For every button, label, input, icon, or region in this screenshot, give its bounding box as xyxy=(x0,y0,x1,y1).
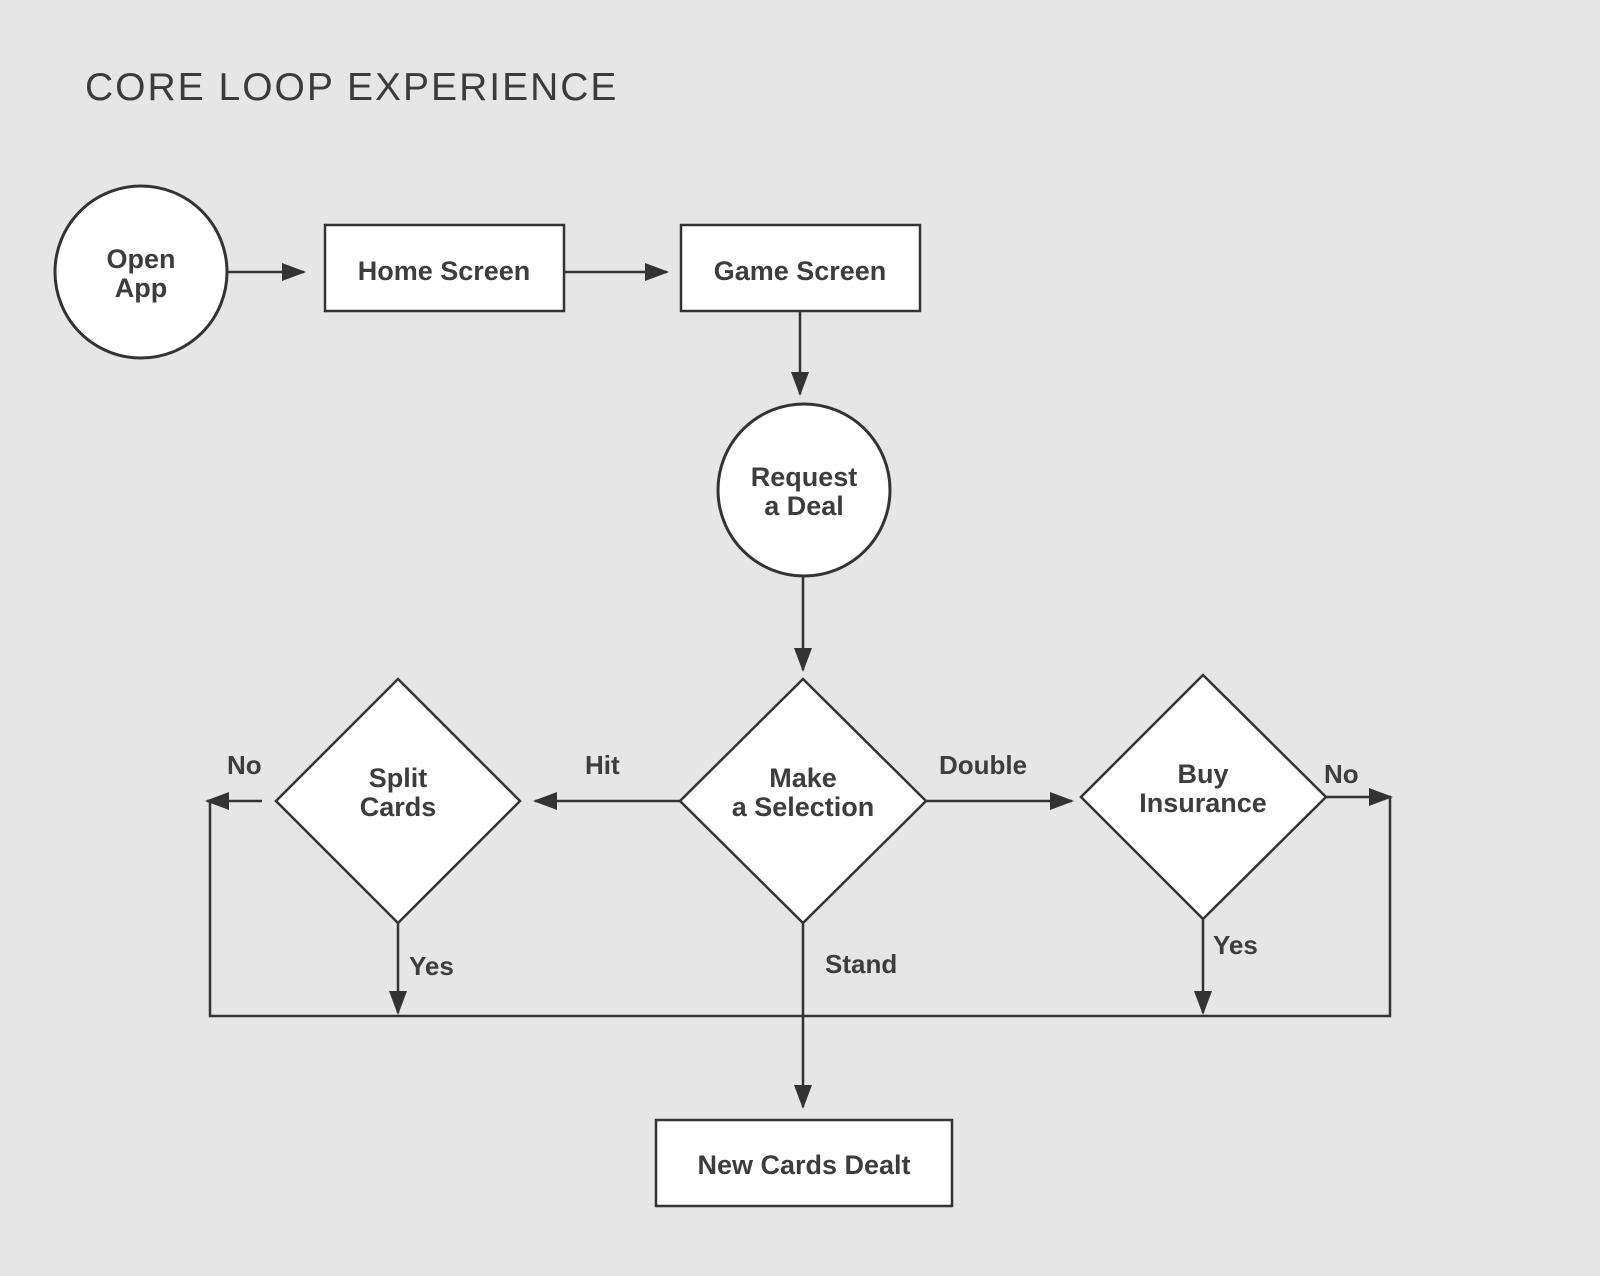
page-title: CORE LOOP EXPERIENCE xyxy=(85,66,619,109)
open-app-node: Open App xyxy=(53,184,229,360)
new-cards-dealt-node: New Cards Dealt xyxy=(654,1118,954,1208)
split-cards-node: Split Cards xyxy=(274,677,522,925)
request-deal-label-line2: a Deal xyxy=(764,491,844,521)
make-selection-label-line1: Make xyxy=(769,763,837,793)
edge-label-stand: Stand xyxy=(825,949,897,979)
open-app-label-line1: Open xyxy=(106,244,175,274)
new-cards-dealt-label: New Cards Dealt xyxy=(697,1150,910,1180)
edge-label-split-yes: Yes xyxy=(409,951,454,981)
game-screen-node: Game Screen xyxy=(679,223,922,313)
connectors xyxy=(205,263,1393,1109)
split-cards-label-line2: Cards xyxy=(360,792,437,822)
edge-label-double: Double xyxy=(939,750,1027,780)
buy-insurance-node: Buy Insurance xyxy=(1079,673,1328,921)
buy-insurance-label-line1: Buy xyxy=(1177,759,1228,789)
make-selection-label-line2: a Selection xyxy=(732,792,875,822)
buy-insurance-label-line2: Insurance xyxy=(1139,788,1267,818)
merge-line xyxy=(208,797,1392,1018)
game-screen-label: Game Screen xyxy=(714,256,887,286)
request-deal-node: Request a Deal xyxy=(716,402,892,578)
edge-label-split-no: No xyxy=(227,750,262,780)
edge-label-insurance-yes: Yes xyxy=(1213,930,1258,960)
request-deal-label-line1: Request xyxy=(751,462,858,492)
edge-label-insurance-no: No xyxy=(1324,759,1359,789)
edge-label-hit: Hit xyxy=(585,750,620,780)
home-screen-label: Home Screen xyxy=(358,256,531,286)
open-app-label-line2: App xyxy=(115,273,167,303)
split-cards-label-line1: Split xyxy=(369,763,428,793)
make-selection-node: Make a Selection xyxy=(678,677,928,925)
home-screen-node: Home Screen xyxy=(323,223,566,313)
